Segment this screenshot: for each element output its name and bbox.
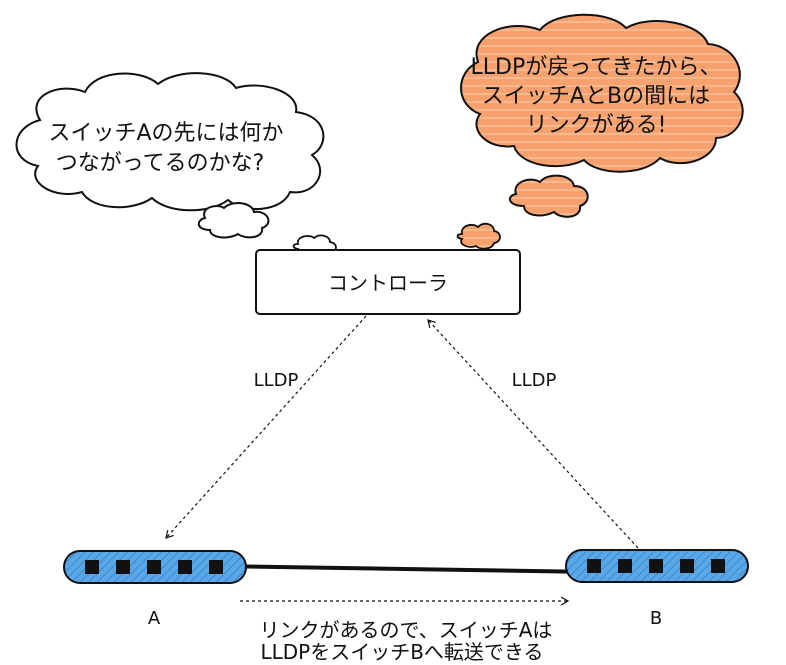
cloud-right-line2: スイッチAとBの間には [482, 84, 710, 109]
switch-b-port [649, 559, 663, 573]
cloud-left-line1: スイッチAの先には何か [48, 121, 283, 146]
switch-b-port [680, 559, 694, 573]
cloud-right-puff-1 [508, 174, 589, 218]
cloud-right-shape [460, 13, 744, 173]
lldp-arrow-right: LLDP [427, 319, 639, 549]
switch-b-label: B [650, 608, 662, 629]
switch-b-port [711, 559, 725, 573]
lldp-arrow-left: LLDP [165, 315, 367, 539]
lldp-label-right: LLDP [512, 370, 557, 391]
switch-b-port [587, 559, 601, 573]
controller-box [255, 249, 521, 315]
switch-b: B [565, 549, 749, 629]
switch-a-label: A [148, 608, 161, 629]
cloud-left-line2: つながってるのかな? [56, 151, 265, 176]
cloud-right-line1: LLDPが戻ってきたから、 [471, 55, 722, 80]
thought-cloud-right: LLDPが戻ってきたから、 スイッチAとBの間には リンクがある! [456, 13, 744, 250]
cloud-left-puff-1 [197, 202, 270, 239]
switch-a-port [116, 560, 130, 574]
cloud-right-line3: リンクがある! [526, 113, 667, 138]
link-a-b [215, 564, 595, 574]
forward-note-line1: リンクがあるので、スイッチAは [260, 618, 553, 642]
switch-a-port [178, 560, 192, 574]
arrow-b-to-controller [427, 319, 639, 549]
controller-label: コントローラ [328, 271, 448, 295]
lldp-label-left: LLDP [254, 370, 299, 391]
arrow-controller-to-a [165, 315, 367, 539]
switch-b-port [618, 559, 632, 573]
switch-a-port [209, 560, 223, 574]
switch-a-port [85, 560, 99, 574]
cloud-left-shape [15, 72, 325, 212]
controller: コントローラ [255, 249, 521, 315]
switch-a: A [63, 550, 247, 629]
thought-cloud-left: スイッチAの先には何か つながってるのかな? [15, 72, 337, 260]
cloud-right-puff-2 [456, 222, 501, 250]
switch-a-port [147, 560, 161, 574]
forward-note-line2: LLDPをスイッチBへ転送できる [260, 640, 543, 664]
